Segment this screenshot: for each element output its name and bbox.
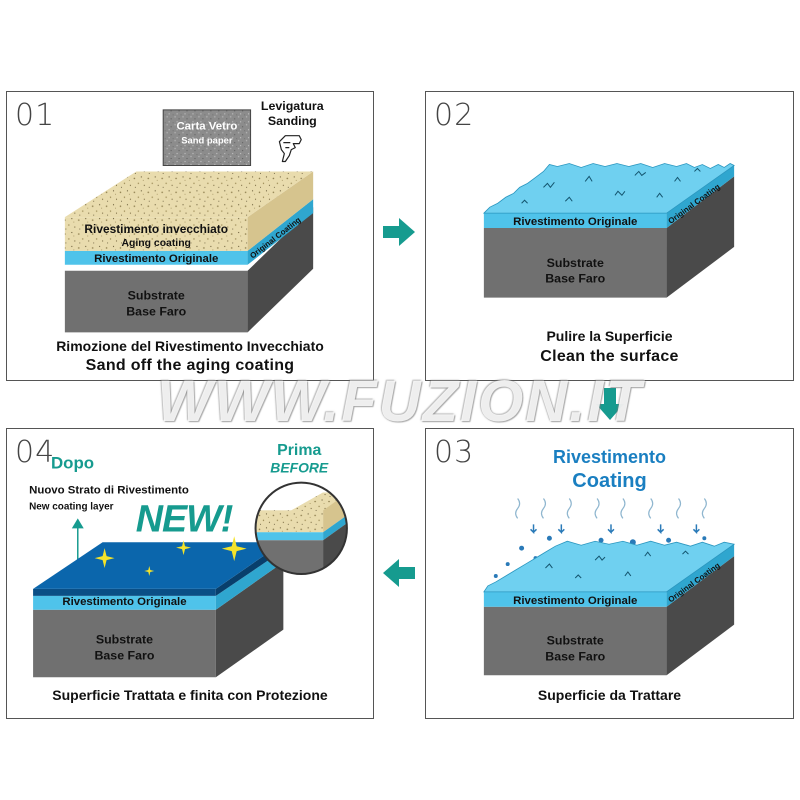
before-inset-border bbox=[254, 481, 348, 575]
substrate-front bbox=[483, 228, 667, 298]
substrate-front bbox=[33, 609, 216, 678]
step-number: 01 bbox=[15, 98, 56, 133]
arrow-left-icon bbox=[383, 559, 415, 587]
sparkle-icon bbox=[94, 536, 247, 576]
coating-title-it: Rivestimento bbox=[552, 447, 667, 467]
surface-texture bbox=[521, 167, 701, 204]
caption-en: Clean the surface bbox=[540, 348, 679, 365]
clean-surface-top bbox=[482, 163, 735, 214]
coating-title-en: Coating bbox=[572, 470, 647, 492]
arrow-right-icon bbox=[383, 218, 415, 246]
sandpaper-sublabel: Sand paper bbox=[181, 135, 233, 146]
caption-en: Sand off the aging coating bbox=[85, 357, 295, 374]
vapor-waves bbox=[515, 498, 707, 519]
aging-coating-sublabel: Aging coating bbox=[122, 238, 191, 249]
step-03-illustration: Rivestimento Originale Original Coating … bbox=[483, 498, 736, 676]
step-04-panel: 04 Dopo Nuovo Strato di Rivestimento New… bbox=[6, 428, 374, 719]
substrate-sublabel: Base Faro bbox=[545, 272, 605, 286]
original-coating-label: Rivestimento Originale bbox=[94, 253, 218, 265]
surface-top bbox=[483, 540, 736, 593]
new-badge: NEW! bbox=[136, 497, 233, 539]
substrate-sublabel: Base Faro bbox=[545, 649, 605, 663]
original-coating-front bbox=[483, 213, 667, 229]
surface-texture bbox=[545, 550, 689, 579]
original-coating-label: Rivestimento Originale bbox=[62, 596, 186, 608]
step-number: 04 bbox=[15, 435, 56, 470]
pointing-hand-icon bbox=[278, 135, 302, 163]
substrate-side bbox=[215, 562, 284, 678]
original-coating-front bbox=[64, 250, 248, 265]
sanding-label: Levigatura bbox=[261, 99, 324, 113]
sandpaper-label: Carta Vetro bbox=[176, 121, 237, 133]
substrate-side bbox=[666, 176, 735, 298]
original-coating-label: Rivestimento Originale bbox=[513, 595, 637, 607]
original-coating-side bbox=[666, 544, 735, 607]
original-coating-side bbox=[247, 199, 314, 265]
substrate-label: Substrate bbox=[547, 256, 604, 270]
aging-coating-label: Rivestimento invecchiato bbox=[84, 222, 228, 236]
step-03-panel: 03 Rivestimento Coating bbox=[425, 428, 794, 719]
substrate-sublabel: Base Faro bbox=[126, 304, 186, 318]
step-02-illustration: Rivestimento Originale Original Coating … bbox=[482, 163, 735, 298]
substrate-side bbox=[666, 556, 735, 676]
caption-it: Rimozione del Rivestimento Invecchiato bbox=[56, 338, 324, 354]
step-04-illustration: Dopo Nuovo Strato di Rivestimento New co… bbox=[29, 442, 348, 678]
step-02-panel: 02 Rivestimento Originale Original Coati… bbox=[425, 91, 794, 381]
original-coating-front bbox=[33, 595, 216, 610]
caption: Superficie Trattata e finita con Protezi… bbox=[52, 687, 328, 703]
aging-coating-front bbox=[64, 217, 248, 251]
after-label: Dopo bbox=[51, 454, 94, 473]
substrate-label: Substrate bbox=[547, 634, 604, 648]
arrow-down-icon bbox=[596, 388, 624, 420]
original-coating-label: Rivestimento Originale bbox=[513, 216, 637, 228]
sandpaper-sheet bbox=[162, 109, 252, 166]
substrate-sublabel: Base Faro bbox=[94, 648, 154, 662]
substrate-front bbox=[483, 606, 667, 676]
substrate-side bbox=[247, 207, 314, 333]
original-coating-side bbox=[666, 165, 735, 229]
step-number: 02 bbox=[434, 98, 475, 133]
new-coating-front bbox=[33, 588, 216, 596]
substrate-front bbox=[64, 270, 248, 333]
sanding-sublabel: Sanding bbox=[268, 114, 317, 128]
substrate-label: Substrate bbox=[128, 289, 185, 303]
before-sublabel: BEFORE bbox=[270, 460, 329, 476]
original-coating-side bbox=[215, 550, 284, 610]
aging-coating-top bbox=[64, 171, 314, 218]
new-layer-label: Nuovo Strato di Rivestimento bbox=[29, 485, 189, 497]
caption: Superficie da Trattare bbox=[537, 687, 682, 703]
before-label: Prima bbox=[277, 442, 321, 459]
step-01-panel: 01 Carta Vetro Sand paper Levigatura San… bbox=[6, 91, 374, 381]
original-coating-front bbox=[483, 591, 667, 607]
new-layer-sublabel: New coating layer bbox=[29, 501, 114, 512]
step-01-illustration: Carta Vetro Sand paper Levigatura Sandin… bbox=[64, 99, 324, 333]
substrate-label: Substrate bbox=[96, 633, 153, 647]
new-coating-top bbox=[33, 542, 284, 589]
step-number: 03 bbox=[434, 435, 475, 470]
caption-it: Pulire la Superficie bbox=[546, 328, 673, 344]
aging-coating-side bbox=[247, 171, 314, 251]
